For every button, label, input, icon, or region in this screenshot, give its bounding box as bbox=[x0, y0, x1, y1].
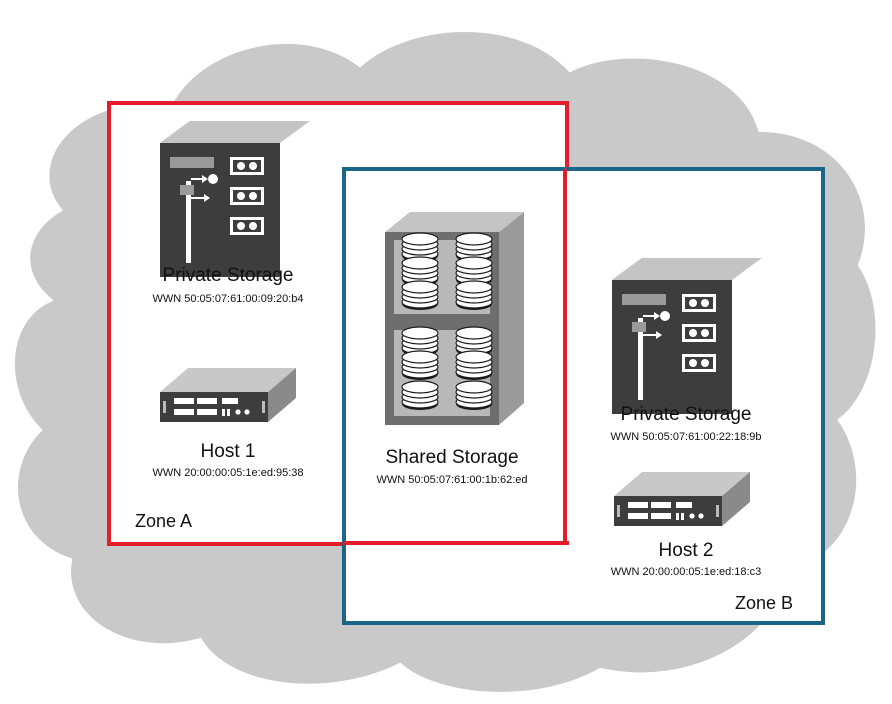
host-1-title: Host 1 bbox=[200, 441, 256, 462]
zone-b-label: Zone B bbox=[735, 593, 794, 613]
host-2-icon bbox=[614, 472, 750, 526]
host-1-wwn: WWN 20:00:00:05:1e:ed:95:38 bbox=[152, 467, 304, 479]
shared-storage-icon bbox=[385, 212, 524, 425]
shared-storage-wwn: WWN 50:05:07:61:00:1b:62:ed bbox=[376, 474, 528, 486]
host-2-title: Host 2 bbox=[658, 540, 714, 561]
zone-a-label: Zone A bbox=[135, 511, 193, 531]
private-storage-b-wwn: WWN 50:05:07:61:00:22:18:9b bbox=[610, 431, 762, 443]
private-storage-b-title: Private Storage bbox=[620, 404, 752, 425]
host-1-icon bbox=[160, 368, 296, 422]
zone-b-frame bbox=[342, 167, 825, 625]
shared-storage-title: Shared Storage bbox=[385, 447, 519, 468]
private-storage-a-wwn: WWN 50:05:07:61:00:09:20:b4 bbox=[152, 293, 304, 305]
private-storage-a-title: Private Storage bbox=[162, 265, 294, 286]
host-2-wwn: WWN 20:00:00:05:1e:ed:18:c3 bbox=[610, 566, 762, 578]
